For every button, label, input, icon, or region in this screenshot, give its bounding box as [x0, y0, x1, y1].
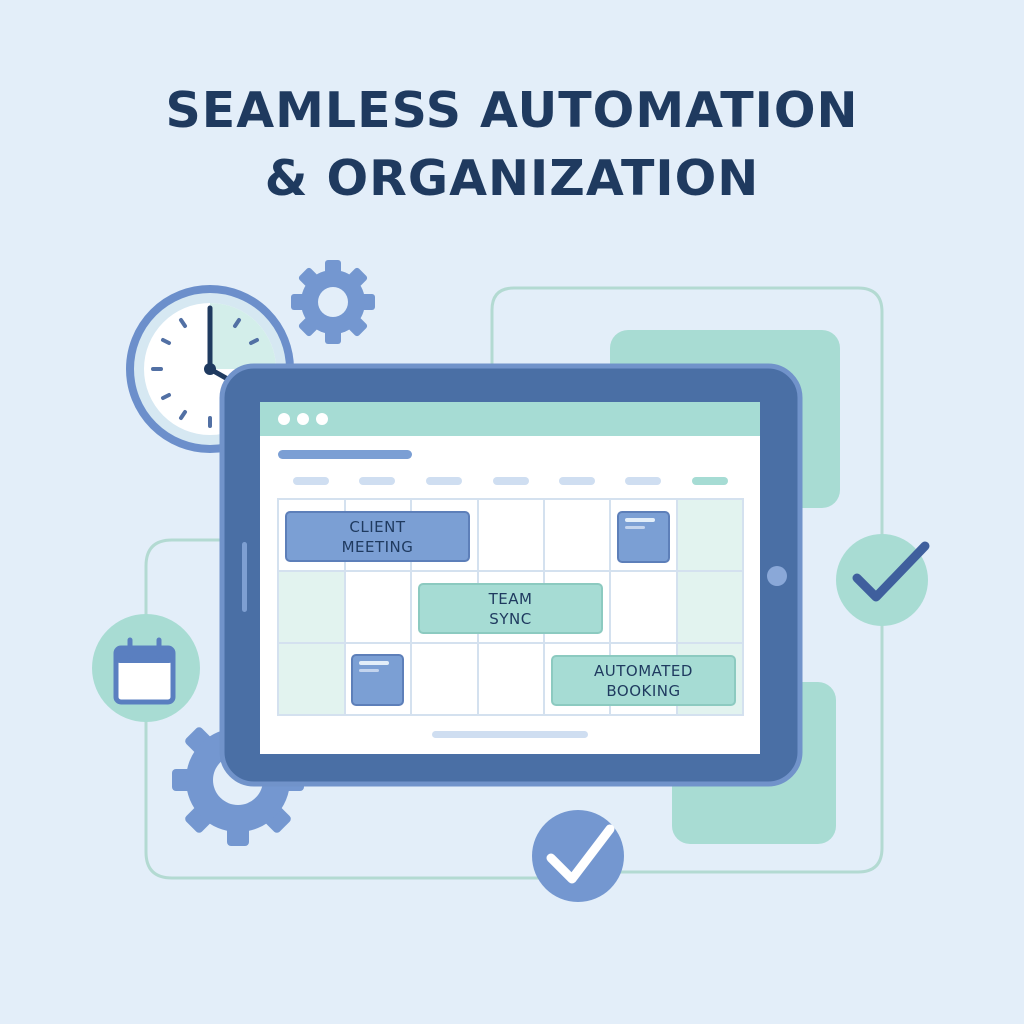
note-card-bottom	[351, 654, 404, 706]
event-client-meeting-line-1: CLIENT	[349, 517, 406, 536]
note-card-top	[617, 511, 670, 563]
gear-icon-top	[291, 260, 375, 344]
headline-line-2: & ORGANIZATION	[264, 150, 760, 207]
checkmark-icon-bottom	[532, 810, 624, 902]
event-client-meeting-line-2: MEETING	[341, 537, 414, 556]
event-team-sync-line-2: SYNC	[489, 609, 532, 628]
headline-line-1: SEAMLESS AUTOMATION	[165, 82, 859, 139]
event-team-sync: TEAM SYNC	[418, 583, 603, 634]
connector-line-right	[490, 286, 884, 874]
event-automated-booking: AUTOMATED BOOKING	[551, 655, 736, 706]
event-client-meeting: CLIENT MEETING	[285, 511, 470, 562]
event-automated-booking-line-1: AUTOMATED	[594, 661, 693, 680]
tablet-device	[219, 363, 803, 787]
event-automated-booking-line-2: BOOKING	[606, 681, 681, 700]
event-team-sync-line-1: TEAM	[488, 589, 533, 608]
checkmark-icon-right	[836, 534, 930, 626]
calendar-icon	[92, 614, 200, 722]
